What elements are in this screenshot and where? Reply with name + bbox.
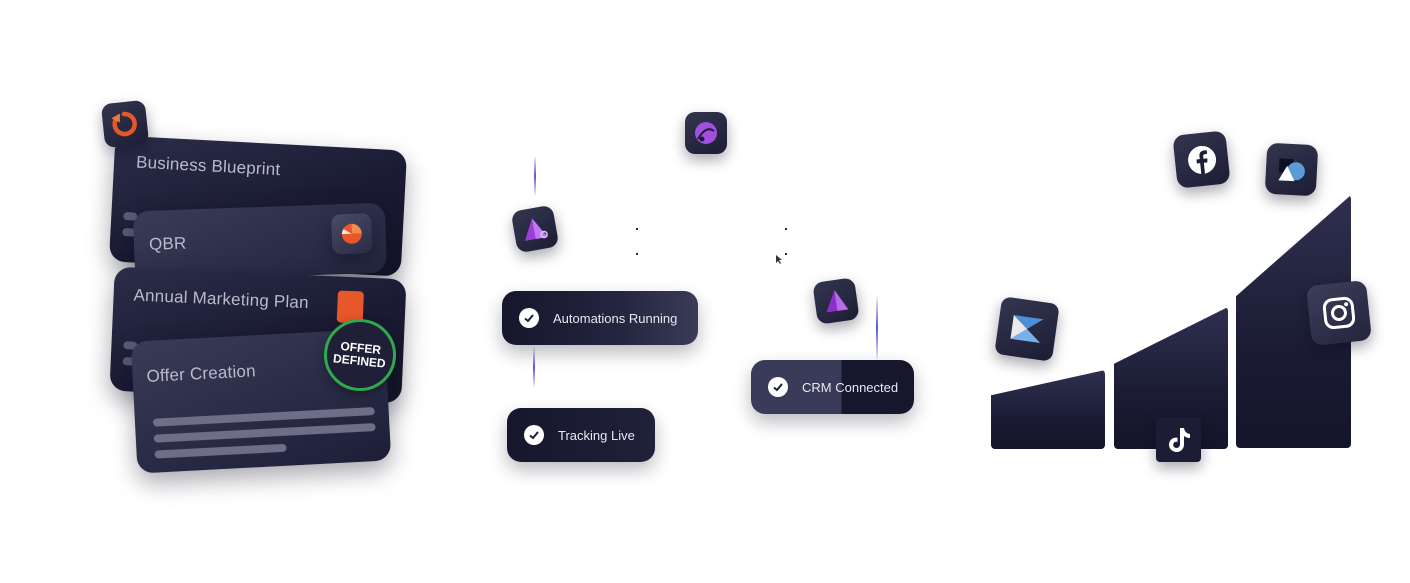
check-icon [524, 425, 544, 445]
refresh-icon-tile[interactable] [100, 99, 150, 149]
hourglass-icon-tile[interactable] [994, 296, 1060, 362]
tracking-live-pill[interactable]: Tracking Live [507, 408, 655, 462]
card-qbr[interactable]: QBR [132, 202, 388, 282]
card-title-offer: Offer Creation [146, 361, 257, 386]
card-title-blueprint: Business Blueprint [135, 152, 281, 180]
triangle-shape-icon [524, 218, 548, 241]
triangle-shape-icon [826, 290, 849, 313]
connector-line [533, 347, 535, 387]
dot [785, 253, 787, 255]
gauge-icon [695, 122, 717, 144]
facebook-icon [1187, 145, 1216, 174]
pie-chart-icon-tile [331, 213, 373, 255]
dot [636, 253, 638, 255]
automations-running-label: Automations Running [553, 310, 678, 326]
tiktok-icon [1168, 427, 1190, 452]
tracking-live-label: Tracking Live [558, 427, 635, 443]
text-line [152, 407, 375, 427]
dot [636, 228, 638, 230]
instagram-icon [1322, 296, 1356, 330]
tiktok-icon-tile[interactable] [1156, 417, 1201, 462]
check-icon [519, 308, 539, 328]
facebook-icon-tile[interactable] [1172, 130, 1231, 189]
refresh-icon [111, 111, 137, 137]
check-icon [768, 377, 788, 397]
triangle-icon-tile-1[interactable] [510, 204, 560, 254]
pie-chart-icon [341, 223, 362, 244]
connector-line [876, 297, 878, 359]
automations-running-pill[interactable]: Automations Running [502, 291, 698, 345]
crm-connected-pill[interactable]: CRM Connected [751, 360, 914, 414]
shapes-icon-tile[interactable] [1264, 142, 1319, 197]
cursor-icon [776, 255, 782, 264]
card-title-marketing: Annual Marketing Plan [133, 285, 310, 313]
hourglass-icon [1010, 315, 1044, 343]
gauge-icon-tile[interactable] [685, 112, 727, 154]
triangle-icon-tile-2[interactable] [812, 277, 860, 325]
text-line [153, 423, 376, 443]
connector-line [534, 157, 536, 195]
text-line [154, 443, 287, 459]
cards-stack: Business Blueprint QBR Annual Marketing … [100, 95, 420, 485]
shapes-icon [1277, 157, 1305, 181]
dot [785, 228, 787, 230]
growth-bar-1 [991, 370, 1105, 449]
badge-line-2: DEFINED [332, 351, 387, 371]
card-title-qbr: QBR [148, 233, 187, 254]
instagram-icon-tile[interactable] [1306, 280, 1372, 346]
crm-connected-label: CRM Connected [802, 379, 899, 395]
